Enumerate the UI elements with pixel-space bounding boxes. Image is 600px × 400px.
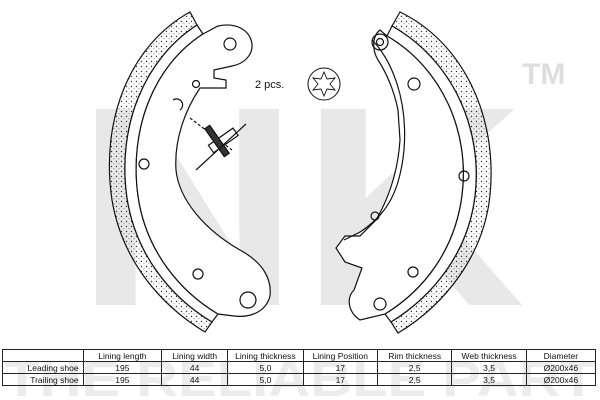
header-blank (2, 349, 84, 362)
quantity-label: 2 pcs. (255, 79, 284, 91)
table-cell: 2,5 (376, 373, 453, 386)
spec-header-row: Lining length Lining width Lining thickn… (2, 349, 597, 362)
table-cell: 44 (161, 361, 229, 374)
table-cell: 5,0 (227, 373, 304, 386)
hold-down-pin (189, 117, 247, 171)
table-cell: 5,0 (227, 361, 304, 374)
header-web-thickness: Web thickness (451, 349, 527, 362)
table-cell: Ø200x46 (525, 361, 597, 374)
brake-shoe-diagram: 2 pcs. (108, 11, 492, 334)
table-row: Leading shoe 195 44 5,0 17 2,5 3,5 Ø200x… (2, 361, 597, 374)
table-cell: 195 (82, 361, 163, 374)
star-part-icon (307, 67, 341, 101)
table-cell: 2,5 (376, 361, 453, 374)
quantity-callout: 2 pcs. (255, 67, 341, 101)
left-brake-shoe (108, 11, 271, 333)
table-cell: 17 (302, 373, 378, 386)
table-cell: 17 (302, 361, 378, 374)
table-cell: 3,5 (451, 361, 527, 374)
right-brake-shoe (335, 11, 492, 334)
spec-table: Lining length Lining width Lining thickn… (2, 349, 597, 386)
header-lining-width: Lining width (161, 349, 229, 362)
table-cell: 44 (161, 373, 229, 386)
header-lining-thickness: Lining thickness (227, 349, 304, 362)
table-cell: 195 (82, 373, 163, 386)
table-row: Trailing shoe 195 44 5,0 17 2,5 3,5 Ø200… (2, 373, 597, 386)
star-part-shape (311, 70, 337, 98)
row-label: Leading shoe (2, 361, 84, 374)
header-diameter: Diameter (525, 349, 597, 362)
header-rim-thickness: Rim thickness (376, 349, 453, 362)
header-lining-length: Lining length (82, 349, 163, 362)
row-label: Trailing shoe (2, 373, 84, 386)
header-lining-position: Lining Position (302, 349, 378, 362)
table-cell: Ø200x46 (525, 373, 597, 386)
table-cell: 3,5 (451, 373, 527, 386)
